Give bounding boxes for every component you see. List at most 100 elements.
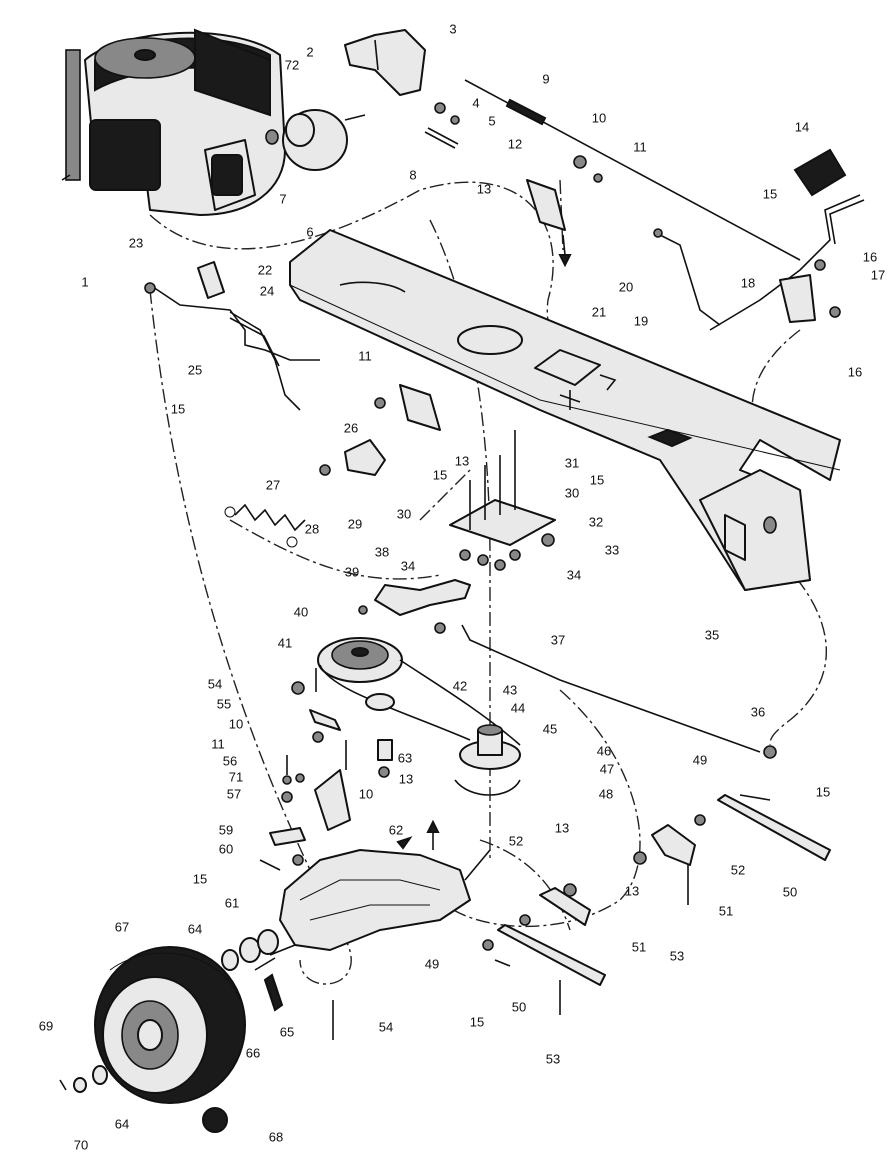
callout-15: 15 <box>763 186 777 201</box>
pedal-assembly <box>653 148 865 331</box>
callout-29: 29 <box>348 516 362 531</box>
idler-plate <box>449 430 556 571</box>
callout-66: 66 <box>246 1045 260 1060</box>
callout-7: 7 <box>279 191 286 206</box>
callout-50: 50 <box>512 999 526 1014</box>
callout-60: 60 <box>219 841 233 856</box>
callout-21: 21 <box>592 304 606 319</box>
callout-54: 54 <box>208 676 222 691</box>
callout-16: 16 <box>863 249 877 264</box>
transaxle <box>254 849 491 971</box>
callout-59: 59 <box>219 822 233 837</box>
spacers <box>221 929 284 1012</box>
callout-20: 20 <box>619 279 633 294</box>
callout-26: 26 <box>344 420 358 435</box>
direction-arrows <box>396 254 572 850</box>
callout-35: 35 <box>705 627 719 642</box>
drawbars <box>482 794 831 1015</box>
callout-39: 39 <box>345 564 359 579</box>
callout-15: 15 <box>171 401 185 416</box>
callout-22: 22 <box>258 262 272 277</box>
callout-53: 53 <box>546 1051 560 1066</box>
callout-45: 45 <box>543 721 557 736</box>
callout-52: 52 <box>731 862 745 877</box>
callout-63: 63 <box>398 750 412 765</box>
callout-40: 40 <box>294 604 308 619</box>
callout-13: 13 <box>399 771 413 786</box>
callout-30: 30 <box>397 506 411 521</box>
callout-68: 68 <box>269 1129 283 1144</box>
callout-33: 33 <box>605 542 619 557</box>
callout-5: 5 <box>488 113 495 128</box>
callout-47: 47 <box>600 761 614 776</box>
callout-46: 46 <box>597 743 611 758</box>
callout-71: 71 <box>229 769 243 784</box>
callout-48: 48 <box>599 786 613 801</box>
callout-2: 2 <box>306 44 313 59</box>
transaxle-pulley <box>454 724 521 796</box>
callout-50: 50 <box>783 884 797 899</box>
callout-15: 15 <box>470 1014 484 1029</box>
callout-32: 32 <box>589 514 603 529</box>
callout-9: 9 <box>542 71 549 86</box>
callout-49: 49 <box>425 956 439 971</box>
callout-65: 65 <box>280 1024 294 1039</box>
callout-3: 3 <box>449 21 456 36</box>
callout-10: 10 <box>359 786 373 801</box>
callout-16: 16 <box>848 364 862 379</box>
callout-13: 13 <box>455 453 469 468</box>
callout-51: 51 <box>632 939 646 954</box>
callout-4: 4 <box>472 95 479 110</box>
callout-37: 37 <box>551 632 565 647</box>
callout-49: 49 <box>693 752 707 767</box>
callout-15: 15 <box>590 472 604 487</box>
brake-rod <box>461 624 777 759</box>
callout-13: 13 <box>555 820 569 835</box>
callout-17: 17 <box>871 267 885 282</box>
frame <box>289 229 841 591</box>
callout-31: 31 <box>565 455 579 470</box>
callout-11: 11 <box>211 736 225 751</box>
callout-10: 10 <box>229 716 243 731</box>
spring <box>224 503 306 548</box>
idler-arm <box>358 579 471 634</box>
callout-1: 1 <box>81 274 88 289</box>
callout-72: 72 <box>285 57 299 72</box>
callout-34: 34 <box>567 567 581 582</box>
callout-28: 28 <box>305 521 319 536</box>
wheel-hardware <box>59 1065 228 1133</box>
lift-linkage <box>144 261 320 411</box>
callout-23: 23 <box>129 235 143 250</box>
callout-55: 55 <box>217 696 231 711</box>
callout-8: 8 <box>409 167 416 182</box>
callout-30: 30 <box>565 485 579 500</box>
pulley-and-belt <box>317 637 521 746</box>
callout-15: 15 <box>433 467 447 482</box>
hardware-left <box>259 668 393 871</box>
callout-18: 18 <box>741 275 755 290</box>
callout-27: 27 <box>266 477 280 492</box>
bracket <box>526 179 566 256</box>
callout-34: 34 <box>401 558 415 573</box>
callout-42: 42 <box>453 678 467 693</box>
callout-43: 43 <box>503 682 517 697</box>
callout-15: 15 <box>193 871 207 886</box>
callout-57: 57 <box>227 786 241 801</box>
callout-44: 44 <box>511 700 525 715</box>
callout-38: 38 <box>375 544 389 559</box>
callout-25: 25 <box>188 362 202 377</box>
callout-labels: 1237245910111287613141516171618201921232… <box>39 21 885 1152</box>
heat-shield <box>344 29 426 96</box>
callout-53: 53 <box>670 948 684 963</box>
callout-10: 10 <box>592 110 606 125</box>
callout-56: 56 <box>223 753 237 768</box>
callout-64: 64 <box>115 1116 129 1131</box>
callout-24: 24 <box>260 283 274 298</box>
throttle-cable <box>424 79 801 261</box>
callout-70: 70 <box>74 1137 88 1152</box>
callout-12: 12 <box>508 136 522 151</box>
callout-41: 41 <box>278 635 292 650</box>
callout-19: 19 <box>634 313 648 328</box>
